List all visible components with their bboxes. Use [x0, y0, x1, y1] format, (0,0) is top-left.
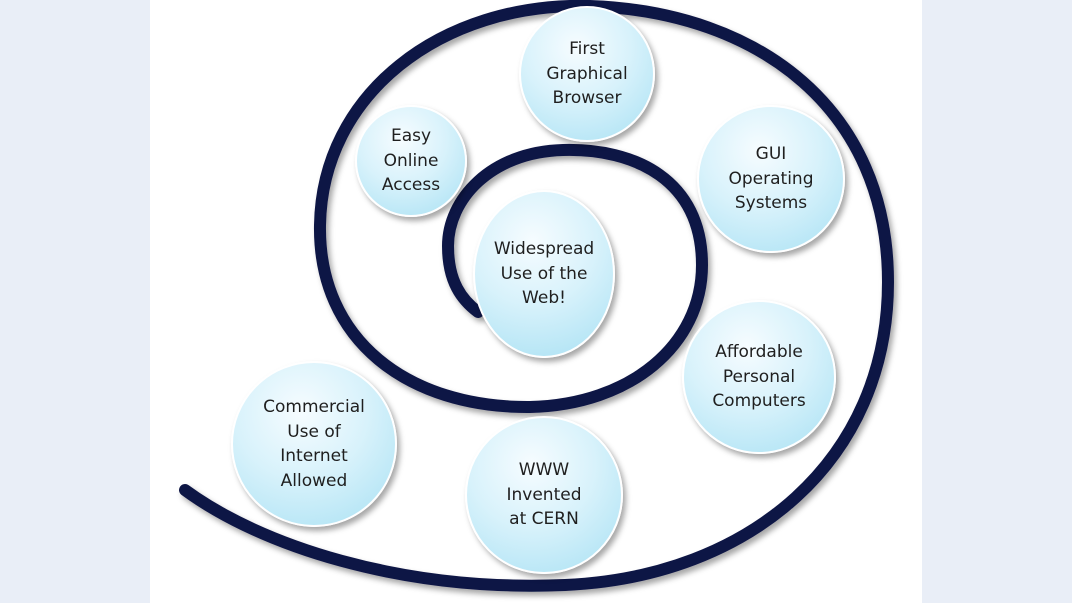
spiral-arrow: [179, 0, 895, 592]
node-label: Commercial Use of Internet Allowed: [263, 397, 365, 491]
node-label: Affordable Personal Computers: [712, 342, 806, 412]
slide: First Graphical Browser Easy Online Acce…: [150, 0, 922, 603]
node-first-graphical-browser: First Graphical Browser: [519, 6, 655, 142]
node-label: WWW Invented at CERN: [506, 460, 582, 530]
node-gui-operating-systems: GUI Operating Systems: [697, 105, 845, 253]
spiral-path: [179, 0, 895, 592]
node-label: GUI Operating Systems: [728, 144, 814, 214]
node-commercial-use: Commercial Use of Internet Allowed: [231, 361, 397, 527]
node-label: Easy Online Access: [381, 126, 441, 196]
node-easy-online-access: Easy Online Access: [355, 105, 467, 217]
node-label: Widespread Use of the Web!: [493, 239, 595, 309]
node-affordable-personal-computers: Affordable Personal Computers: [682, 300, 836, 454]
node-widespread-use: Widespread Use of the Web!: [473, 190, 615, 358]
node-label: First Graphical Browser: [546, 39, 628, 109]
node-www-invented: WWW Invented at CERN: [465, 416, 623, 574]
